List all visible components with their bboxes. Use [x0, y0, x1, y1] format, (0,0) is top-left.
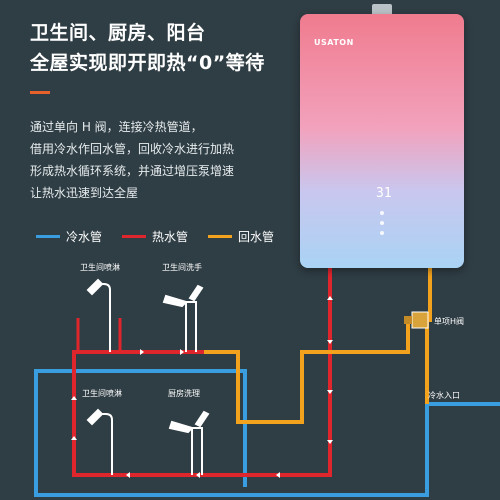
- shower-bottom-icon: [86, 408, 113, 475]
- description-line: 借用冷水作回水管，回收冷水进行加热: [30, 142, 235, 156]
- faucet-body: [185, 301, 197, 352]
- flow-arrow: [327, 390, 333, 394]
- flow-arrows: [71, 296, 333, 478]
- return-pipe-swatch: [208, 235, 233, 238]
- fixture-label-faucet-bottom: 厨房洗理: [168, 389, 200, 398]
- cold-pipe-swatch: [36, 235, 60, 238]
- legend: 冷水管 热水管 回水管: [36, 228, 274, 245]
- flow-arrow: [140, 349, 144, 355]
- fixture-label-shower-top: 卫生间喷淋: [80, 263, 120, 272]
- accent-bar: [30, 91, 50, 94]
- flow-arrow: [71, 436, 77, 440]
- fixture-label-faucet-top: 卫生间洗手: [162, 263, 202, 272]
- valve-label: 单项H阀: [434, 317, 465, 326]
- valve-nut: [404, 316, 412, 324]
- description-line: 形成热水循环系统，并通过增压泵增速: [30, 164, 235, 178]
- legend-label-hot: 热水管: [152, 230, 189, 244]
- legend-label-return: 回水管: [238, 230, 275, 244]
- flow-arrow: [327, 440, 333, 444]
- description: 通过单向 H 阀，连接冷热管道， 借用冷水作回水管，回收冷水进行加热 形成热水循…: [30, 116, 280, 204]
- shower-head: [86, 408, 104, 426]
- faucet-body: [191, 427, 203, 475]
- faucet-spout: [168, 420, 194, 434]
- legend-item-cold: 冷水管: [36, 228, 102, 245]
- legend-label-cold: 冷水管: [66, 230, 103, 244]
- flow-arrow: [327, 340, 333, 344]
- shower-stem: [96, 283, 111, 352]
- headline-line1: 卫生间、厨房、阳台: [30, 22, 206, 44]
- valve-body: [411, 311, 429, 329]
- hot-pipe: [76, 318, 122, 352]
- heater-outlet: [372, 4, 392, 16]
- faucet-handle: [188, 284, 204, 302]
- shower-top-icon: [86, 278, 111, 352]
- return-pipe: [204, 268, 432, 424]
- legend-item-hot: 热水管: [122, 228, 188, 245]
- flow-arrow: [196, 472, 200, 478]
- hot-pipe: [72, 268, 332, 477]
- faucet-bottom-icon: [168, 410, 210, 475]
- control-button[interactable]: [380, 221, 384, 225]
- fixture-label-shower-bottom: 卫生间喷淋: [82, 389, 122, 398]
- temperature-display: 31: [376, 186, 392, 201]
- flow-arrow: [327, 296, 333, 300]
- headline-line2: 全屋实现即开即热“0”等待: [30, 52, 265, 74]
- water-heater: USATON 31: [300, 14, 464, 268]
- control-button[interactable]: [380, 211, 384, 215]
- brand-logo: USATON: [314, 38, 354, 47]
- flow-arrow: [71, 396, 77, 400]
- flow-arrow: [276, 472, 280, 478]
- hot-pipe-swatch: [122, 235, 147, 238]
- description-line: 让热水迅速到达全屋: [30, 186, 139, 200]
- shower-stem: [98, 413, 113, 475]
- faucet-spout: [162, 294, 188, 308]
- flow-arrow: [180, 349, 184, 355]
- control-button[interactable]: [380, 231, 384, 235]
- faucet-handle: [194, 410, 210, 428]
- faucet-top-icon: [162, 284, 204, 352]
- legend-item-return: 回水管: [208, 228, 274, 245]
- description-line: 通过单向 H 阀，连接冷热管道，: [30, 120, 203, 134]
- h-valve-icon: [404, 311, 429, 329]
- flow-arrow: [126, 472, 130, 478]
- shower-head: [86, 278, 104, 296]
- inlet-label: 冷水入口: [428, 391, 460, 400]
